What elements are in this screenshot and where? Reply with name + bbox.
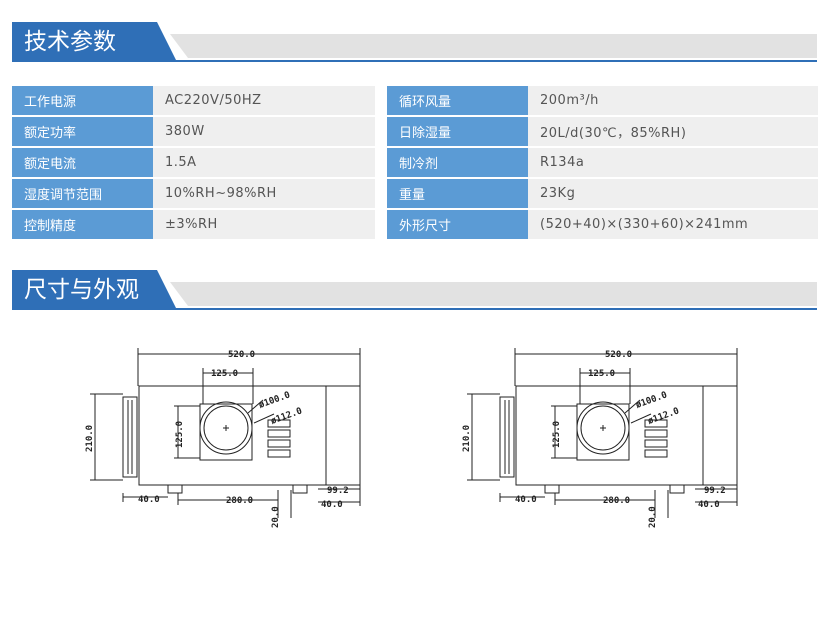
dim-right-offset: 99.2 <box>704 486 726 496</box>
dimension-drawing-right: 520.0 125.0 125.0 210.0 ø100.0 ø112.0 40… <box>462 348 738 528</box>
dim-dia-inner: ø112.0 <box>270 406 304 427</box>
spec-value: 20L/d(30℃，85%RH) <box>528 117 818 146</box>
spec-key: 循环风量 <box>387 86 528 115</box>
dim-fan-width: 125.0 <box>211 369 238 379</box>
header-rule <box>12 60 817 62</box>
dim-foot-height: 20.0 <box>271 506 281 528</box>
spec-key: 制冷剂 <box>387 148 528 177</box>
dims-section-title: 尺寸与外观 <box>12 270 177 310</box>
dim-fan-height: 125.0 <box>552 421 562 448</box>
dim-total-width: 520.0 <box>605 350 632 360</box>
spec-value: (520+40)×(330+60)×241mm <box>528 210 818 239</box>
dim-left-offset: 40.0 <box>515 495 537 505</box>
spec-key: 额定功率 <box>12 117 153 146</box>
dims-section-header: 尺寸与外观 <box>12 270 817 310</box>
spec-key: 外形尺寸 <box>387 210 528 239</box>
spec-key: 工作电源 <box>12 86 153 115</box>
dim-bottom-span: 280.0 <box>226 496 253 506</box>
spec-key: 湿度调节范围 <box>12 179 153 208</box>
dim-right-foot: 40.0 <box>321 500 343 510</box>
spec-key: 日除湿量 <box>387 117 528 146</box>
header-rule <box>12 308 817 310</box>
dim-bottom-span: 280.0 <box>603 496 630 506</box>
spec-key: 控制精度 <box>12 210 153 239</box>
dim-dia-inner: ø112.0 <box>647 406 681 427</box>
spec-value: 1.5A <box>153 148 375 177</box>
dimension-drawing-left: 520.0 125.0 125.0 210.0 ø100.0 ø112.0 40… <box>85 348 361 528</box>
spec-value: 380W <box>153 117 375 146</box>
dim-total-width: 520.0 <box>228 350 255 360</box>
header-bar <box>170 34 817 58</box>
spec-value: R134a <box>528 148 818 177</box>
specs-section-header: 技术参数 <box>12 22 817 62</box>
specs-section-title: 技术参数 <box>12 22 177 62</box>
dim-right-offset: 99.2 <box>327 486 349 496</box>
dim-foot-height: 20.0 <box>648 506 658 528</box>
dim-dia-outer: ø100.0 <box>635 390 669 411</box>
dim-height: 210.0 <box>462 425 472 452</box>
dim-left-offset: 40.0 <box>138 495 160 505</box>
dim-dia-outer: ø100.0 <box>258 390 292 411</box>
dim-fan-width: 125.0 <box>588 369 615 379</box>
spec-key: 额定电流 <box>12 148 153 177</box>
dim-right-foot: 40.0 <box>698 500 720 510</box>
spec-value: 200m³/h <box>528 86 818 115</box>
spec-key: 重量 <box>387 179 528 208</box>
spec-value: AC220V/50HZ <box>153 86 375 115</box>
spec-value: ±3%RH <box>153 210 375 239</box>
dim-fan-height: 125.0 <box>175 421 185 448</box>
table-row: 外形尺寸(520+40)×(330+60)×241mm <box>387 210 818 239</box>
table-row: 控制精度±3%RH <box>12 210 375 239</box>
header-bar <box>170 282 817 306</box>
spec-value: 10%RH~98%RH <box>153 179 375 208</box>
spec-value: 23Kg <box>528 179 818 208</box>
dim-height: 210.0 <box>85 425 95 452</box>
